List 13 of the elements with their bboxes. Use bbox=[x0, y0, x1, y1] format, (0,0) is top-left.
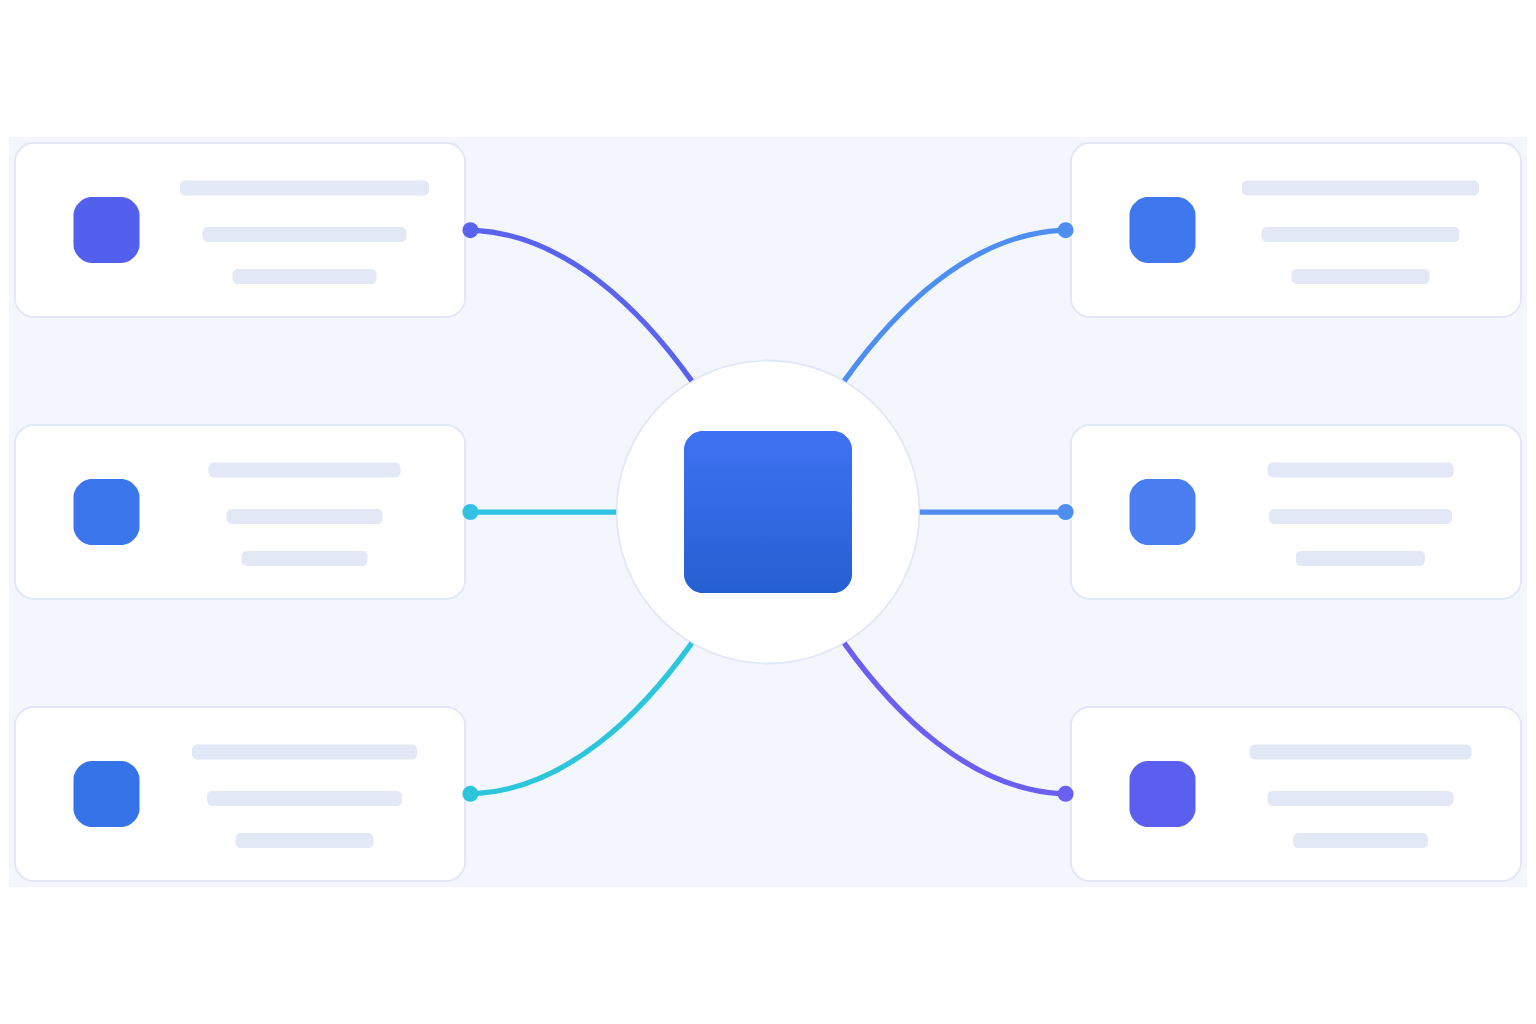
node-box bbox=[14, 706, 466, 882]
node-box bbox=[1070, 424, 1522, 600]
node-box bbox=[14, 142, 466, 318]
node-box bbox=[1070, 142, 1522, 318]
node-circle bbox=[615, 359, 921, 665]
node-box bbox=[1070, 706, 1522, 882]
connector bbox=[462, 641, 694, 802]
connector bbox=[462, 503, 617, 521]
connector bbox=[919, 503, 1074, 521]
node-box bbox=[14, 424, 466, 600]
connector bbox=[842, 222, 1074, 383]
connector bbox=[842, 641, 1074, 802]
connector bbox=[462, 222, 694, 383]
